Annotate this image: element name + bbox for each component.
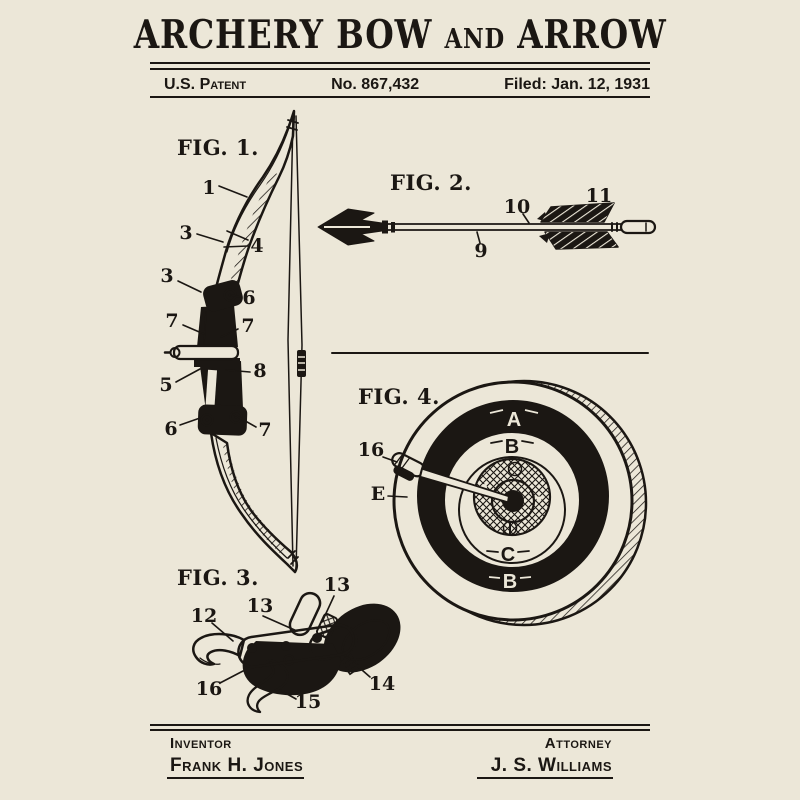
fig3-callout-14: 14 [369,673,395,695]
arrow-shaft [379,223,623,231]
fig1-callout-7b: 7 [241,315,254,337]
target-bull-ring [490,478,536,524]
fig4-leader-lines [382,456,408,498]
inventor-label: Inventor [170,735,232,752]
patent-info-row: U.S. Patent No. 867,432 Filed: Jan. 12, … [150,76,650,94]
release-trigger [246,658,289,714]
arrow-nock [611,219,657,235]
attorney-name: J. S. Williams [490,754,612,776]
fig1-callout-7a: 7 [165,310,178,332]
header-bottom-rule [150,96,650,98]
patent-office-label: U.S. Patent [164,76,247,93]
bow-string [287,115,306,570]
fig1-callout-4: 4 [250,235,263,257]
limb-bolts [200,288,243,427]
fig2-callout-11: 11 [586,185,612,207]
fig1-callout-8: 8 [253,360,266,382]
fig1-leader-lines [175,185,257,428]
footer-rule-top [150,724,650,726]
arrow-hole-top [507,461,523,477]
release-hook [192,632,246,666]
inventor-name: Frank H. Jones [170,754,304,776]
fig1-callout-6a: 6 [242,287,255,309]
fig1-bow-group: FIG. 1. 1 3 4 3 6 7 7 8 5 6 7 [159,109,306,574]
ring-label-C: C [501,544,515,566]
bow-lower-limb [209,431,299,574]
fig1-callout-7c: 7 [258,419,271,441]
fig3-callout-15: 15 [295,691,321,713]
ring-label-B-top: B [505,436,519,458]
title-main-1: ARCHERY BOW [133,12,433,58]
title-main-2: ARROW [517,12,667,58]
target-inner-circle [458,456,566,564]
upper-limb-pocket [203,280,243,312]
fig2-arrow-group: FIG. 2. 9 10 11 [317,170,657,262]
fig2-caption: FIG. 2. [390,170,472,195]
fig3-leader-lines [211,595,371,700]
attorney-label: Attorney [544,735,612,752]
nocking-point [298,356,305,371]
fig4-callout-E: E [371,483,385,505]
page-title: ARCHERY BOW AND ARROW [0,12,800,58]
fig2-leader-lines [476,205,593,244]
fig1-callout-3a: 3 [179,222,192,244]
fig3-callout-16: 16 [196,678,222,700]
inventor-signature-line [167,777,304,779]
title-rule-top [150,62,650,64]
attorney-signature-line [477,777,613,779]
target-ring-labels: A B C B [486,409,539,593]
bow-riser [163,280,248,436]
ring-label-B-bottom: B [503,571,517,593]
attorney-block: Attorney J. S. Williams [490,735,612,776]
fig3-callout-13a: 13 [247,595,273,617]
release-body [242,641,341,696]
ring-label-A: A [507,409,521,431]
body-screw [283,654,295,666]
fig1-caption: FIG. 1. [177,135,259,160]
embedded-arrow [391,452,509,503]
arrow-fletching [537,202,619,250]
fig3-caption: FIG. 3. [177,565,259,590]
arrow-shelf [163,344,240,367]
fig1-callout-1: 1 [202,177,215,199]
target-black-ring [417,400,609,592]
fig3-callout-13b: 13 [324,574,350,596]
upper-tip-ridges [286,119,299,131]
fig3-release-group: FIG. 3. 12 13 13 16 14 15 [177,565,401,714]
footer-rule-bottom [150,729,650,731]
fig4-callout-16: 16 [358,439,384,461]
fig4-target-group: A B C B FIG. 4. 16 E [358,379,648,627]
title-rule-bottom [150,68,650,70]
arrow-broadhead [317,208,395,246]
fig2-callout-10: 10 [504,196,530,218]
title-and: AND [444,24,505,55]
fig3-callout-12: 12 [191,605,217,627]
fig4-caption: FIG. 4. [358,384,440,409]
fig1-callout-3b: 3 [160,265,173,287]
inventor-block: Inventor Frank H. Jones [170,735,304,776]
fig2-callout-9: 9 [474,240,487,262]
lower-tip-ridges [287,550,299,565]
release-jaw [288,591,322,637]
patent-filed-date: Filed: Jan. 12, 1931 [504,76,650,93]
fig1-callout-5: 5 [159,374,172,396]
fig1-callout-6b: 6 [164,418,177,440]
patent-number: No. 867,432 [331,76,420,93]
